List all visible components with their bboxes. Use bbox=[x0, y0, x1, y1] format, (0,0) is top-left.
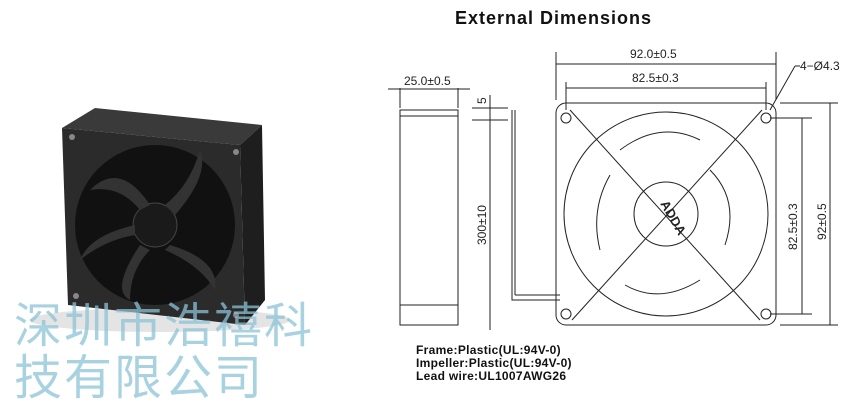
hole-height-dimension: 82.5±0.3 bbox=[786, 203, 800, 250]
side-view bbox=[388, 88, 560, 330]
offset-dimension: 5 bbox=[475, 97, 489, 104]
watermark: 深圳市浩禧科技有限公司 bbox=[14, 298, 315, 406]
depth-dimension: 25.0±0.5 bbox=[404, 74, 451, 88]
material-specs: Frame:Plastic(UL:94V-0) Impeller:Plastic… bbox=[416, 344, 572, 383]
mounting-holes-label: 4−Ø4.3 bbox=[800, 59, 840, 73]
lead-length-dimension: 300±10 bbox=[475, 205, 489, 245]
spec-lead-wire: Lead wire:UL1007AWG26 bbox=[416, 369, 567, 383]
spec-impeller: Impeller:Plastic(UL:94V-0) bbox=[416, 356, 572, 370]
diagram-title: External Dimensions bbox=[455, 8, 653, 28]
brand-logo: ADDA bbox=[657, 198, 689, 239]
hole-width-dimension: 82.5±0.3 bbox=[632, 71, 679, 85]
outer-width-dimension: 92.0±0.5 bbox=[630, 47, 677, 61]
fan-photo bbox=[30, 108, 290, 332]
spec-frame: Frame:Plastic(UL:94V-0) bbox=[416, 343, 561, 357]
outer-height-dimension: 92±0.5 bbox=[815, 203, 829, 240]
front-view bbox=[555, 52, 838, 326]
